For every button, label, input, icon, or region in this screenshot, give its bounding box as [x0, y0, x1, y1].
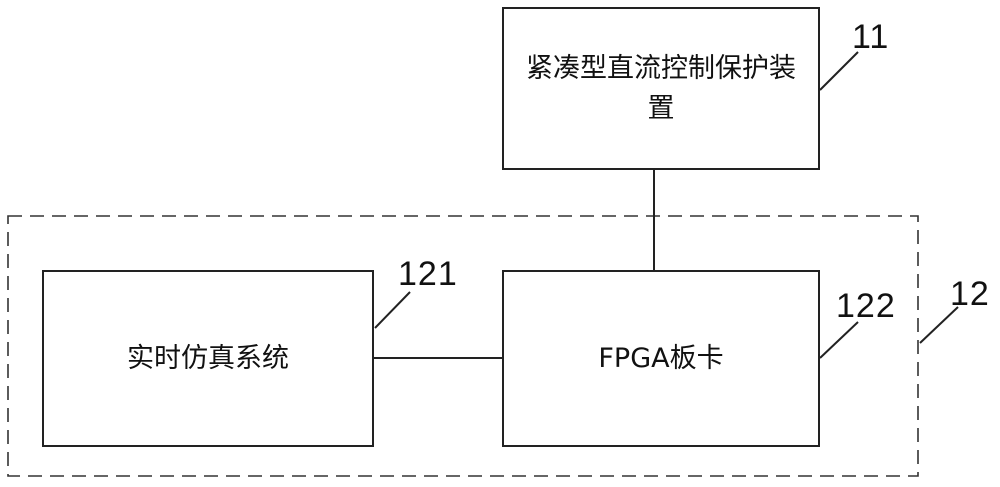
controller-label: 紧凑型直流控制保护装置	[526, 52, 796, 124]
controller-box: 紧凑型直流控制保护装置	[502, 7, 820, 170]
ref-label-122: 122	[836, 287, 896, 325]
ref-label-12: 12	[950, 275, 990, 313]
fpga-box: FPGA板卡	[502, 270, 820, 447]
ref-label-11: 11	[852, 18, 890, 56]
leader-line-121	[374, 291, 411, 329]
leader-line-12	[919, 306, 959, 344]
simulator-label: 实时仿真系统	[127, 342, 289, 374]
leader-line-122	[819, 321, 859, 359]
group-dashed-boundary	[7, 215, 919, 477]
leader-line-11	[819, 51, 859, 91]
fpga-label: FPGA板卡	[598, 342, 724, 374]
ref-label-121: 121	[398, 255, 458, 293]
simulator-box: 实时仿真系统	[42, 270, 374, 447]
